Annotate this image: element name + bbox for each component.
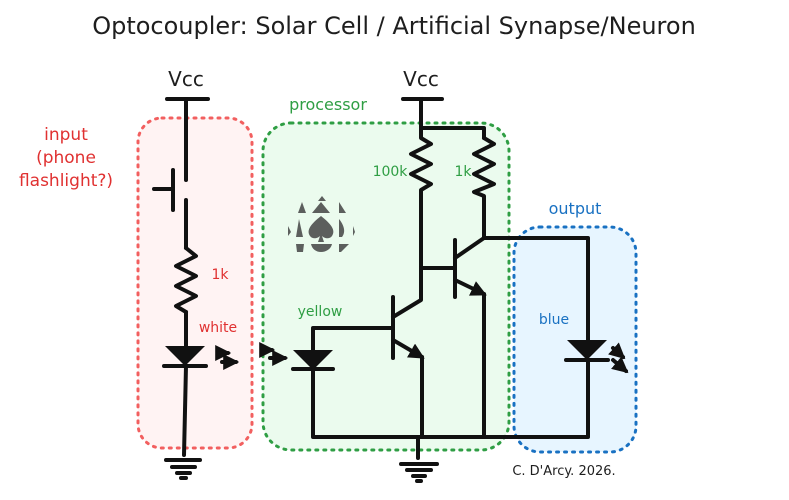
processor-wire	[311, 326, 395, 352]
signature: C. D'Arcy. 2026.	[512, 464, 615, 479]
resistor-icon	[472, 136, 496, 240]
processor-wire	[311, 358, 590, 439]
input-wire	[182, 364, 188, 457]
input-vcc-label: Vcc	[168, 67, 204, 91]
led-icon	[564, 340, 629, 374]
svg-text:(phone: (phone	[36, 148, 96, 168]
input-resistor-label: 1k	[211, 267, 229, 283]
input-label: input (phone flashlight?)	[19, 125, 113, 191]
processor-wire	[391, 268, 423, 319]
processor-resistor-right-label: 1k	[454, 164, 472, 180]
output-region	[512, 225, 638, 454]
svg-text:flashlight?): flashlight?)	[19, 171, 113, 191]
svg-text:input: input	[44, 125, 88, 145]
input-region	[136, 116, 254, 450]
ground-icon	[399, 462, 439, 483]
photodiode-label: yellow	[298, 304, 343, 320]
resistor-icon	[174, 246, 198, 314]
switch-icon	[152, 168, 175, 212]
npn-transistor-icon	[419, 236, 487, 299]
resistor-icon	[409, 126, 433, 272]
output-wire	[482, 236, 590, 342]
output-led-label: blue	[539, 312, 569, 328]
diagram-title: Optocoupler: Solar Cell / Artificial Syn…	[92, 12, 696, 40]
output-label: output	[549, 199, 602, 218]
processor-resistor-left-label: 100k	[373, 164, 409, 180]
processor-label: processor	[289, 95, 367, 114]
input-led-label: white	[199, 320, 237, 336]
ground-icon	[164, 458, 202, 480]
processor-wire	[419, 97, 486, 140]
processor-vcc-label: Vcc	[403, 67, 439, 91]
spade-logo-icon	[288, 196, 355, 252]
